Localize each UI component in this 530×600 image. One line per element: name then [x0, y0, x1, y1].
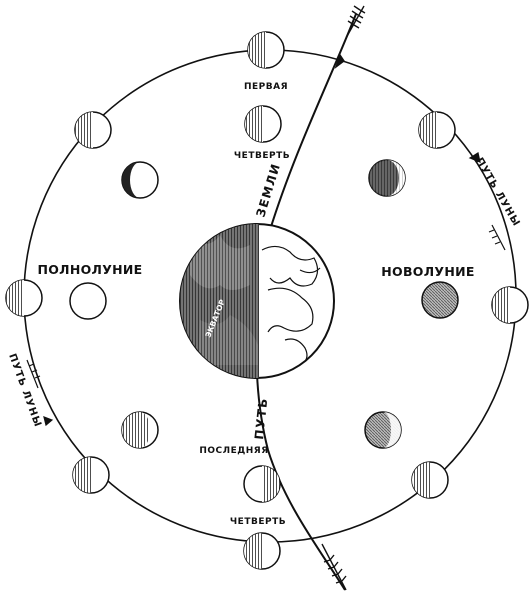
moon-path-label-left: ПУТЬ ЛУНЫ — [6, 352, 43, 429]
phase-first-quarter — [244, 105, 282, 143]
moon-orbit-left — [5, 279, 43, 317]
moon-orbit-top-right — [418, 111, 456, 149]
earth-path-label-bottom: ПУТЬ — [252, 396, 270, 440]
last-quarter-label-line1: ПОСЛЕДНЯЯ — [199, 446, 268, 456]
moon-orbit-top — [247, 31, 285, 69]
first-quarter-label-line1: ПЕРВАЯ — [244, 82, 288, 92]
phase-waning-gibbous — [121, 411, 159, 449]
new-moon-label: НОВОЛУНИЕ — [381, 264, 474, 279]
earth-path-arrow-top — [334, 5, 366, 69]
moon-orbit-bottom — [243, 532, 281, 570]
moon-path-label-right: ПУТЬ ЛУНЫ — [473, 156, 521, 229]
full-moon-label: ПОЛНОЛУНИЕ — [37, 262, 142, 277]
phase-full-moon — [69, 282, 107, 320]
moon-orbit-right — [491, 286, 529, 324]
last-quarter-label-line2: ЧЕТВЕРТЬ — [230, 517, 286, 527]
moon-orbit-top-left — [74, 111, 112, 149]
phase-waning-crescent — [364, 411, 402, 449]
phase-waxing-crescent — [368, 159, 406, 197]
phase-last-quarter — [243, 465, 281, 503]
moon-orbit-arrow-left — [26, 359, 54, 427]
phase-waxing-gibbous — [121, 161, 159, 199]
earth-coastlines — [261, 245, 321, 367]
moon-orbit-bottom-right — [411, 461, 449, 499]
moon-orbit-arrow-right — [468, 152, 506, 251]
earth-path-arrow-bottom — [321, 543, 347, 591]
earth-path-label-top: ЗЕМЛИ — [253, 161, 283, 219]
earth: ЭКВАТОР — [179, 223, 335, 379]
phase-new-moon — [421, 281, 459, 319]
moon-orbit-bottom-left — [72, 456, 110, 494]
first-quarter-label-line2: ЧЕТВЕРТЬ — [234, 151, 290, 161]
